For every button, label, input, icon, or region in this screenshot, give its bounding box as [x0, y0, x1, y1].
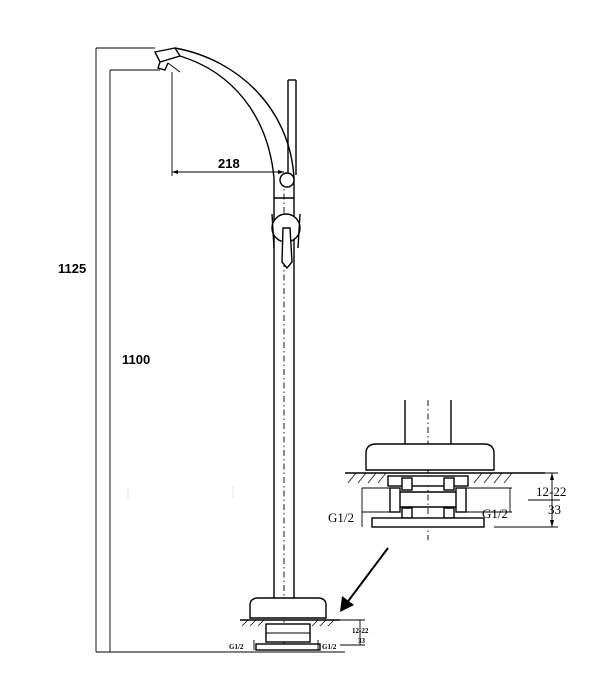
detail-view	[345, 400, 560, 540]
mini-depth-label: 33	[358, 637, 366, 645]
faucet-body	[153, 47, 301, 650]
detail-pointer-arrow	[340, 547, 389, 612]
mini-thread-right-label: G1/2	[322, 643, 337, 651]
main-base	[240, 597, 365, 651]
spout-height-label: 1100	[122, 352, 150, 367]
spout-reach-label: 218	[218, 156, 240, 171]
thread-right-label: G1/2	[482, 506, 508, 521]
thread-left-label: G1/2	[328, 510, 354, 525]
mini-thread-left-label: G1/2	[229, 643, 244, 651]
total-height-label: 1125	[58, 261, 86, 276]
depth-range-label: 12-22	[536, 484, 566, 499]
depth-label: 33	[548, 502, 561, 517]
mini-depth-range-label: 12-22	[352, 627, 369, 635]
height-dimension-lines	[95, 47, 345, 653]
faint-artifacts	[127, 486, 234, 500]
